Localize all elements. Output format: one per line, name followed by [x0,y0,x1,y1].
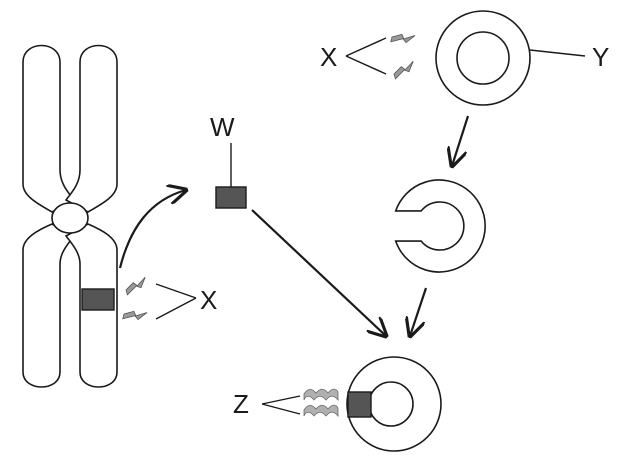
final-ring-block [347,391,372,418]
label-z-pointer [261,395,301,415]
ring-y-inner [456,31,510,85]
chromatid-upper-left [22,44,76,213]
open-ring [394,179,486,273]
chromatid-upper-right [64,44,118,213]
y-group: Y [435,10,609,106]
signal-bolt-lower [122,306,148,325]
chromatid-lower-left [22,223,76,388]
label-w: W [210,112,235,142]
z-group: Z [233,388,339,419]
signal-bolt-bottom [391,60,418,80]
arrow-chromosome-to-w [118,190,186,269]
top-signals: X [320,29,418,80]
centromere [51,202,89,234]
signal-bolt-upper [123,276,150,296]
arrow-open-to-cell [410,287,428,336]
final-cell [346,356,442,452]
w-block [215,186,247,209]
z-wave-upper [303,388,339,401]
label-z: Z [233,389,249,419]
label-y-pointer [529,49,586,57]
arrow-ring-to-open [452,115,470,166]
label-x-lower: X [200,285,217,315]
label-x-upper-pointer [345,37,387,75]
chromosome-gene-band [81,288,115,311]
label-x-lower-pointer [155,283,197,320]
chromosome-signals: X [122,276,217,325]
final-ring-inner [368,381,414,427]
label-y: Y [592,42,609,72]
chromosome [22,44,118,388]
w-group: W [210,112,247,209]
z-wave-lower [303,404,339,417]
label-x-upper: X [320,42,337,72]
arrow-w-to-cell [251,209,386,336]
signal-bolt-top [390,29,416,48]
